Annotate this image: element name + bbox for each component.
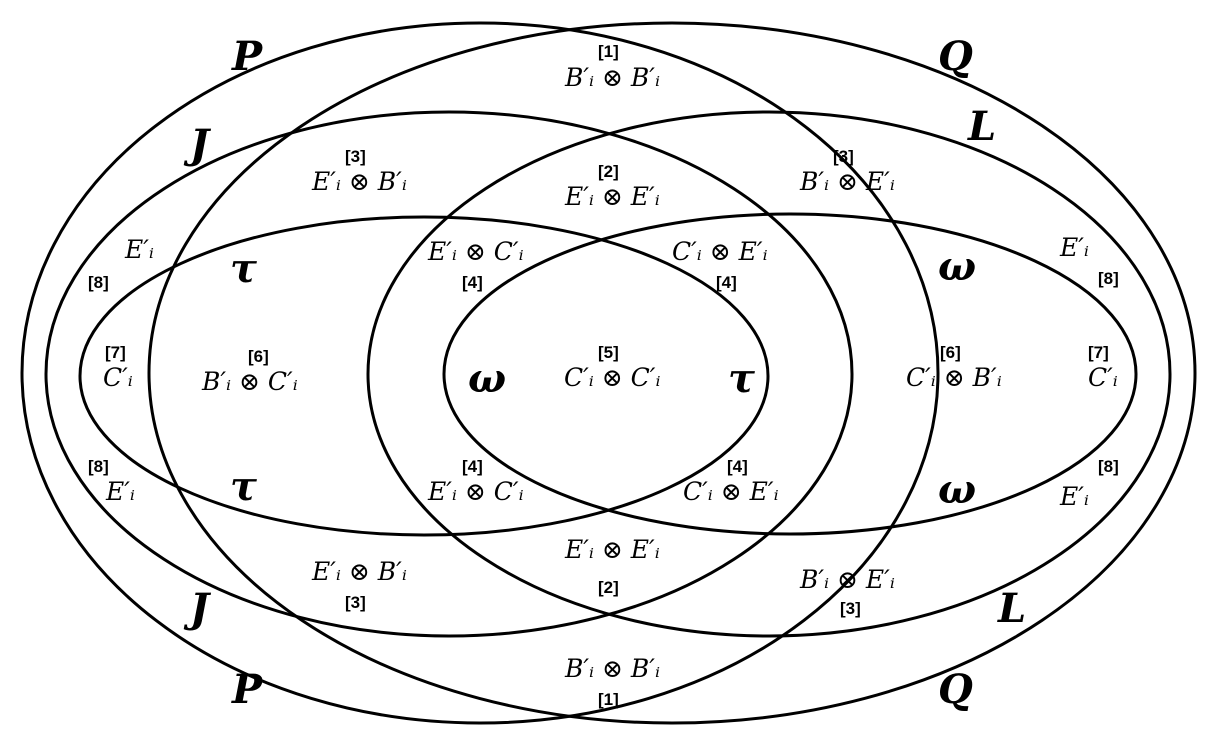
expr-region-4-top-right: C′ᵢ ⊗ E′ᵢ [672, 237, 768, 266]
tag-region-6-left: [6] [248, 347, 269, 366]
tag-region-3-bottom-left: [3] [345, 593, 366, 612]
set-L-ellipse [366, 110, 1172, 638]
label-Q-bottom: Q [938, 666, 973, 713]
tag-region-2-bottom: [2] [598, 578, 619, 597]
expr-region-3-top-right: B′ᵢ ⊗ E′ᵢ [799, 167, 895, 196]
expr-region-3-bottom-right: B′ᵢ ⊗ E′ᵢ [799, 565, 895, 594]
tag-region-4-top-left: [4] [462, 273, 483, 292]
tag-region-2-top: [2] [598, 162, 619, 181]
expr-region-3-bottom-left: E′ᵢ ⊗ B′ᵢ [311, 557, 407, 586]
expr-region-5: C′ᵢ ⊗ C′ᵢ [564, 363, 661, 392]
expr-region-4-bottom-right: C′ᵢ ⊗ E′ᵢ [683, 477, 779, 506]
tag-region-8-top-left: [8] [88, 273, 109, 292]
set-Q-ellipse [147, 21, 1197, 725]
label-omega-right-bottom: ω [938, 466, 976, 513]
tag-region-3-top-left: [3] [345, 147, 366, 166]
label-J-bottom: J [183, 585, 212, 632]
expr-region-3-top-left: E′ᵢ ⊗ B′ᵢ [311, 167, 407, 196]
tag-region-4-bottom-left: [4] [462, 457, 483, 476]
tag-region-7-right: [7] [1088, 343, 1109, 362]
label-omega-center: ω [468, 355, 506, 402]
tag-region-8-bottom-left: [8] [88, 457, 109, 476]
tag-region-6-right: [6] [940, 343, 961, 362]
expr-region-4-top-left: E′ᵢ ⊗ C′ᵢ [427, 237, 524, 266]
expr-region-7-left: C′ᵢ [103, 363, 133, 392]
expr-region-2-bottom: E′ᵢ ⊗ E′ᵢ [564, 535, 660, 564]
tag-region-4-top-right: [4] [716, 273, 737, 292]
tag-region-1-top: [1] [598, 42, 619, 61]
set-P-ellipse [20, 21, 940, 725]
label-tau-left-top: τ [230, 245, 257, 292]
set-omega-ellipse [442, 212, 1138, 536]
label-tau-left-bottom: τ [230, 463, 257, 510]
label-tau-center: τ [728, 355, 755, 402]
expr-region-6-right: C′ᵢ ⊗ B′ᵢ [906, 363, 1002, 392]
label-P-bottom: P [231, 666, 264, 713]
expr-region-7-right: C′ᵢ [1088, 363, 1118, 392]
label-J-top: J [183, 121, 212, 168]
tag-region-5: [5] [598, 343, 619, 362]
tag-region-4-bottom-right: [4] [727, 457, 748, 476]
set-J-ellipse [44, 110, 854, 638]
tag-region-3-top-right: [3] [833, 147, 854, 166]
expr-region-2-top: E′ᵢ ⊗ E′ᵢ [564, 182, 660, 211]
set-tau-ellipse [78, 215, 770, 537]
expr-region-6-left: B′ᵢ ⊗ C′ᵢ [201, 367, 298, 396]
expr-region-8-top-right: E′ᵢ [1059, 233, 1089, 262]
expr-region-4-bottom-left: E′ᵢ ⊗ C′ᵢ [427, 477, 524, 506]
tag-region-1-bottom: [1] [598, 690, 619, 709]
label-L-bottom: L [997, 585, 1026, 632]
tag-region-7-left: [7] [105, 343, 126, 362]
expr-region-8-bottom-left: E′ᵢ [105, 477, 135, 506]
label-L-top: L [967, 103, 996, 150]
label-omega-right-top: ω [938, 243, 976, 290]
expr-region-8-top-left: E′ᵢ [124, 235, 154, 264]
expr-region-8-bottom-right: E′ᵢ [1059, 482, 1089, 511]
label-P-top: P [231, 33, 264, 80]
expr-region-1-bottom: B′ᵢ ⊗ B′ᵢ [564, 654, 660, 683]
label-Q-top: Q [938, 33, 973, 80]
tag-region-3-bottom-right: [3] [840, 599, 861, 618]
tag-region-8-bottom-right: [8] [1098, 457, 1119, 476]
expr-region-1-top: B′ᵢ ⊗ B′ᵢ [564, 63, 660, 92]
tag-region-8-top-right: [8] [1098, 269, 1119, 288]
